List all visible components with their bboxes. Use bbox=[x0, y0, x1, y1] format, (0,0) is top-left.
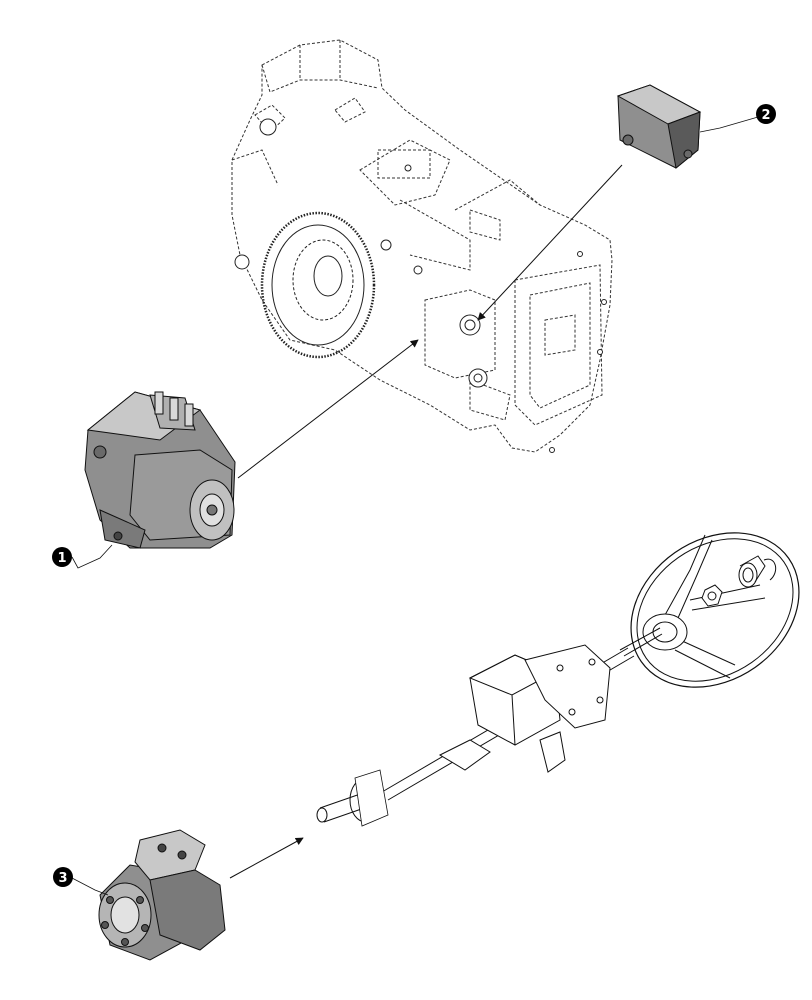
valve-block bbox=[616, 84, 702, 169]
hydraulic-pump bbox=[84, 391, 236, 549]
steering-unit-to-column-arrow bbox=[229, 837, 304, 879]
leader-line-2 bbox=[699, 116, 759, 133]
leader-lines bbox=[71, 116, 759, 896]
leader-line-3 bbox=[71, 877, 109, 896]
assembly-arrows bbox=[229, 164, 623, 879]
callout-label-3: 3 bbox=[58, 871, 67, 886]
steering-column bbox=[316, 627, 663, 827]
housing-ports bbox=[234, 118, 607, 453]
steering-wheel bbox=[630, 532, 800, 688]
gear-ring bbox=[260, 211, 376, 359]
leader-line-1 bbox=[71, 544, 113, 569]
callout-label-2: 2 bbox=[761, 108, 770, 123]
horn-cap bbox=[738, 555, 777, 588]
pump-to-housing-arrow bbox=[237, 339, 419, 479]
callout-3: 3 bbox=[53, 867, 73, 887]
callout-2: 2 bbox=[756, 104, 776, 124]
valve-to-housing-arrow bbox=[477, 164, 623, 321]
callout-label-1: 1 bbox=[57, 551, 66, 566]
transmission-housing bbox=[231, 39, 613, 453]
callout-1: 1 bbox=[52, 547, 72, 567]
steering-unit bbox=[98, 829, 226, 961]
